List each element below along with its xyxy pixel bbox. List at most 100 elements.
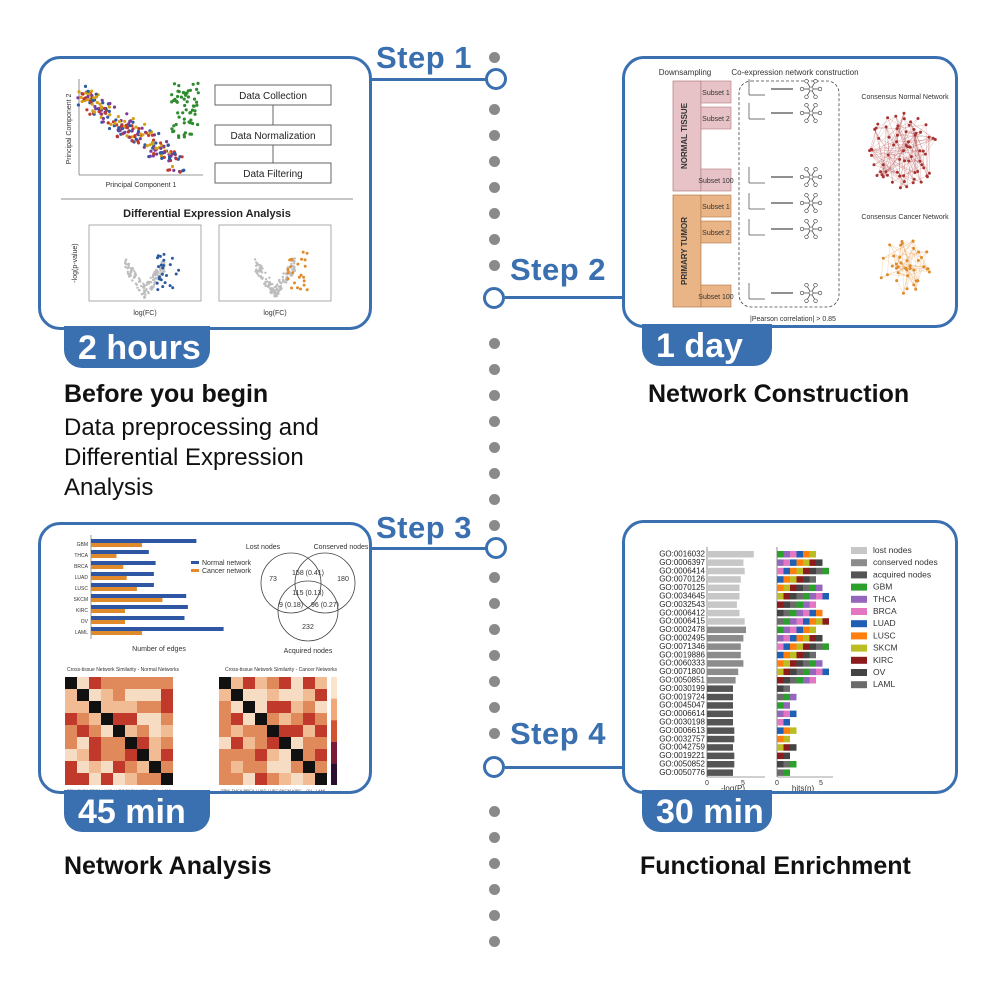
heatmap-cell [267,737,279,749]
heatmap-cell [219,725,231,737]
heatmap-cell [303,725,315,737]
pca-point [86,89,90,93]
go-hits-segment [822,567,829,575]
network-node [902,117,906,121]
pca-point [183,103,187,108]
step-2-title: Network Construction [648,380,910,408]
heatmap-cell [65,761,77,773]
volcano-point [303,258,307,262]
volcano-point [149,276,152,279]
go-hits-segment [783,702,790,709]
go-legend-label: THCA [873,594,896,604]
go-hits-segment [783,677,790,684]
mini-network-node [799,110,805,116]
pca-point [117,126,121,130]
heatmap-cell [315,701,327,713]
network-edge [896,128,908,147]
heatmap-cell [125,713,137,725]
go-term-label: GO:0071800 [659,667,705,676]
pca-point [182,168,186,172]
volcano-point [136,286,139,289]
volcano-point [290,262,293,266]
heatmap-colorbar [331,677,337,699]
go-hits-segment [809,593,816,600]
heatmap-cell [303,737,315,749]
network-node [895,170,899,174]
timeline-dot [489,234,500,245]
heatmap-cell [101,713,113,725]
volcano-point [289,265,292,269]
volcano-point [124,258,128,262]
mini-network-node [808,226,814,232]
venn-value: 73 [269,576,277,583]
go-hits-segment [790,677,797,684]
step-2-card: Downsampling Co-expression network const… [622,56,958,328]
volcano-point [296,262,300,266]
go-term-label: GO:0050851 [659,676,705,685]
step-1-connector [370,78,486,81]
go-term-label: GO:0006614 [659,709,705,718]
bar-normal [91,583,154,587]
network-edge [923,151,924,168]
mini-network-node [813,182,818,187]
pca-point [162,144,166,148]
heatmap-tick-label: LUSC [114,788,125,793]
pca-point [184,108,188,112]
network-edge [883,126,887,177]
pca-point [170,152,174,156]
network-node [881,163,885,167]
step-4-label: Step 4 [510,716,607,751]
mini-network-node [804,94,809,99]
network-edge [892,164,922,183]
heatmap-tick-label: OV [306,788,312,793]
volcano-point [133,275,137,278]
go-pvalue-bar [707,593,740,600]
heatmap-cell [279,725,291,737]
heatmap-cell [137,677,149,689]
go-hits-segment [783,727,790,734]
pca-point [159,141,163,145]
pca-point [177,115,181,119]
volcano-point [156,254,160,258]
go-hits-segment [783,593,790,600]
heatmap-cell [255,701,267,713]
heatmap-cell [89,761,101,773]
timeline-dot [489,728,500,739]
venn-value: 232 [302,624,314,631]
go-pvalue-bar [707,576,741,583]
heatmap-cell [113,713,125,725]
heatmap-cell [77,773,89,785]
network-node [898,186,902,190]
volcano-point [157,265,160,269]
volcano-point [255,271,258,274]
volcano-point [277,279,281,283]
volcano-2-xlabel: log(FC) [263,310,286,317]
network-edge [871,149,920,162]
network-node [927,171,931,175]
pca-point [94,92,98,96]
volcano-point [170,256,174,260]
network-node [912,268,916,272]
venn-lost-label: Lost nodes [246,544,281,551]
heatmap-cell [161,713,173,725]
go-legend-swatch [851,571,867,579]
go-hits-segment [822,593,829,600]
heatmap-cell [279,689,291,701]
network-node [912,128,916,131]
network-edge [888,154,915,180]
go-hits-segment [783,769,790,776]
go-hits-segment [777,668,784,676]
network-edge [892,240,914,267]
heatmap-cell [113,725,125,737]
bar-cancer [91,576,127,580]
heatmap-cell [149,737,161,749]
network-edge [899,245,901,258]
go-term-label: GO:0060333 [659,659,705,668]
go-hits-segment [796,576,803,583]
network-node [913,171,917,175]
go-hits-segment [783,567,790,575]
pca-point [183,131,187,135]
go-legend-label: conserved nodes [873,557,938,567]
network-node [895,140,899,144]
network-edge [869,117,888,151]
